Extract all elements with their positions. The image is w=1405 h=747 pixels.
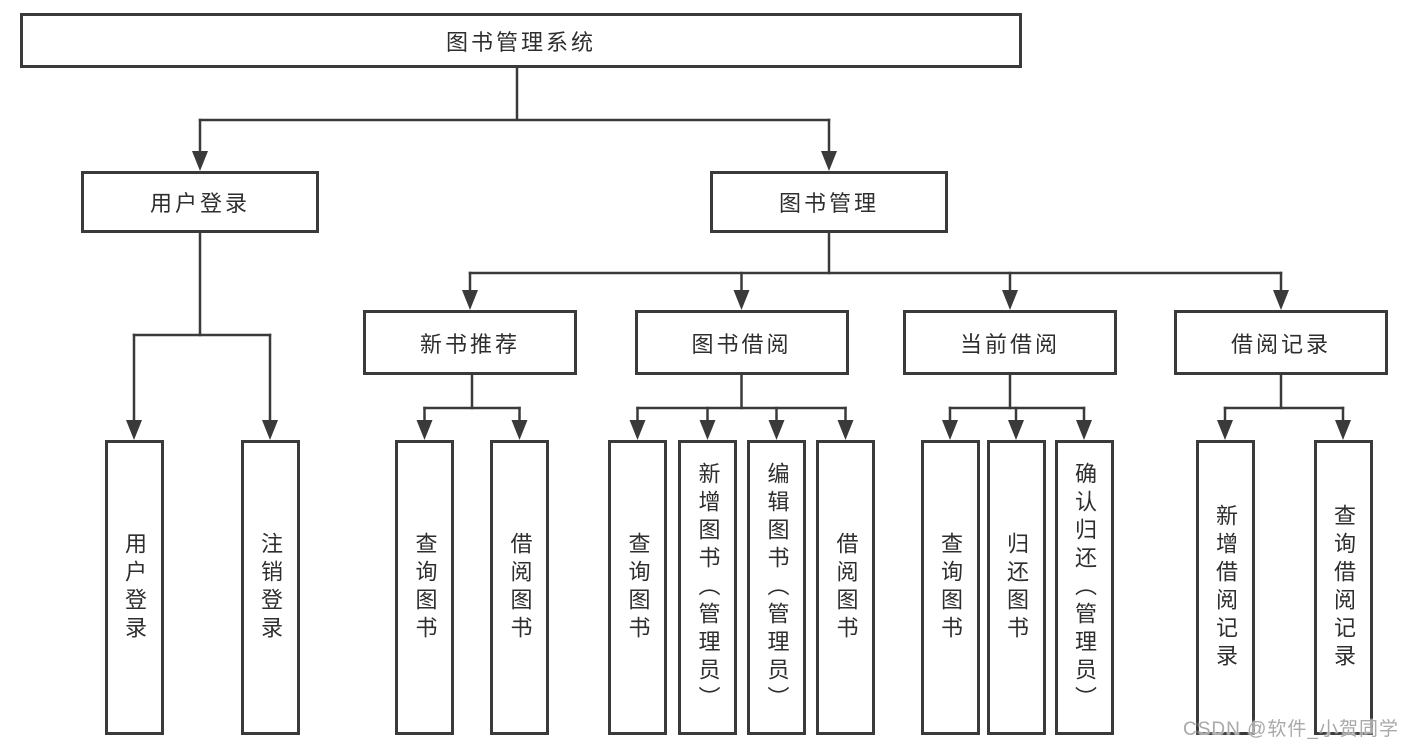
leaf-query-books-borrowing-label: 查询图书 (625, 531, 651, 644)
node-current-borrowing-label: 当前借阅 (959, 331, 1060, 357)
leaf-borrow-books-borrowing: 借阅图书 (816, 440, 875, 735)
leaf-return-books: 归还图书 (986, 440, 1046, 735)
leaf-confirm-return-admin-label: 确认归还（管理员） (1072, 461, 1097, 714)
node-new-book-recommendation: 新书推荐 (363, 310, 577, 375)
node-book-management-label: 图书管理 (778, 191, 879, 216)
node-root: 图书管理系统 (20, 13, 1022, 68)
leaf-query-books-current-label: 查询图书 (938, 531, 963, 644)
leaf-edit-book-admin: 编辑图书（管理员） (747, 440, 806, 735)
node-user-login: 用户登录 (81, 171, 319, 233)
leaf-add-borrow-record: 新增借阅记录 (1195, 440, 1255, 735)
leaf-borrow-books-borrowing-label: 借阅图书 (833, 531, 859, 644)
leaf-add-book-admin: 新增图书（管理员） (678, 440, 737, 735)
node-borrowing-records: 借阅记录 (1174, 310, 1388, 375)
watermark: CSDN @软件_小贺同学 (1183, 719, 1399, 740)
leaf-query-books-recommend: 查询图书 (395, 440, 454, 735)
node-book-borrowing-label: 图书借阅 (691, 331, 792, 357)
node-user-login-label: 用户登录 (149, 191, 250, 216)
leaf-query-books-borrowing: 查询图书 (608, 440, 667, 735)
arrowheads (126, 151, 1351, 440)
leaf-query-books-current: 查询图书 (920, 440, 980, 735)
leaf-edit-book-admin-label: 编辑图书（管理员） (764, 461, 790, 714)
leaf-query-borrow-record: 查询借阅记录 (1313, 440, 1373, 735)
leaf-logout-label: 注销登录 (258, 531, 283, 644)
leaf-add-book-admin-label: 新增图书（管理员） (695, 461, 721, 714)
node-new-book-recommendation-label: 新书推荐 (419, 331, 520, 357)
leaf-borrow-books-recommend-label: 借阅图书 (507, 531, 533, 644)
leaf-return-books-label: 归还图书 (1004, 531, 1029, 644)
leaf-borrow-books-recommend: 借阅图书 (490, 440, 549, 735)
leaf-query-borrow-record-label: 查询借阅记录 (1331, 503, 1356, 672)
node-book-management: 图书管理 (710, 171, 948, 233)
node-borrowing-records-label: 借阅记录 (1230, 331, 1331, 357)
leaf-user-login: 用户登录 (104, 440, 164, 735)
leaf-logout: 注销登录 (240, 440, 300, 735)
leaf-confirm-return-admin: 确认归还（管理员） (1054, 440, 1114, 735)
node-book-borrowing: 图书借阅 (634, 310, 849, 375)
node-root-label: 图书管理系统 (445, 29, 596, 55)
node-current-borrowing: 当前借阅 (903, 310, 1117, 375)
leaf-add-borrow-record-label: 新增借阅记录 (1213, 503, 1238, 672)
leaf-query-books-recommend-label: 查询图书 (412, 531, 438, 644)
leaf-user-login-label: 用户登录 (122, 531, 147, 644)
